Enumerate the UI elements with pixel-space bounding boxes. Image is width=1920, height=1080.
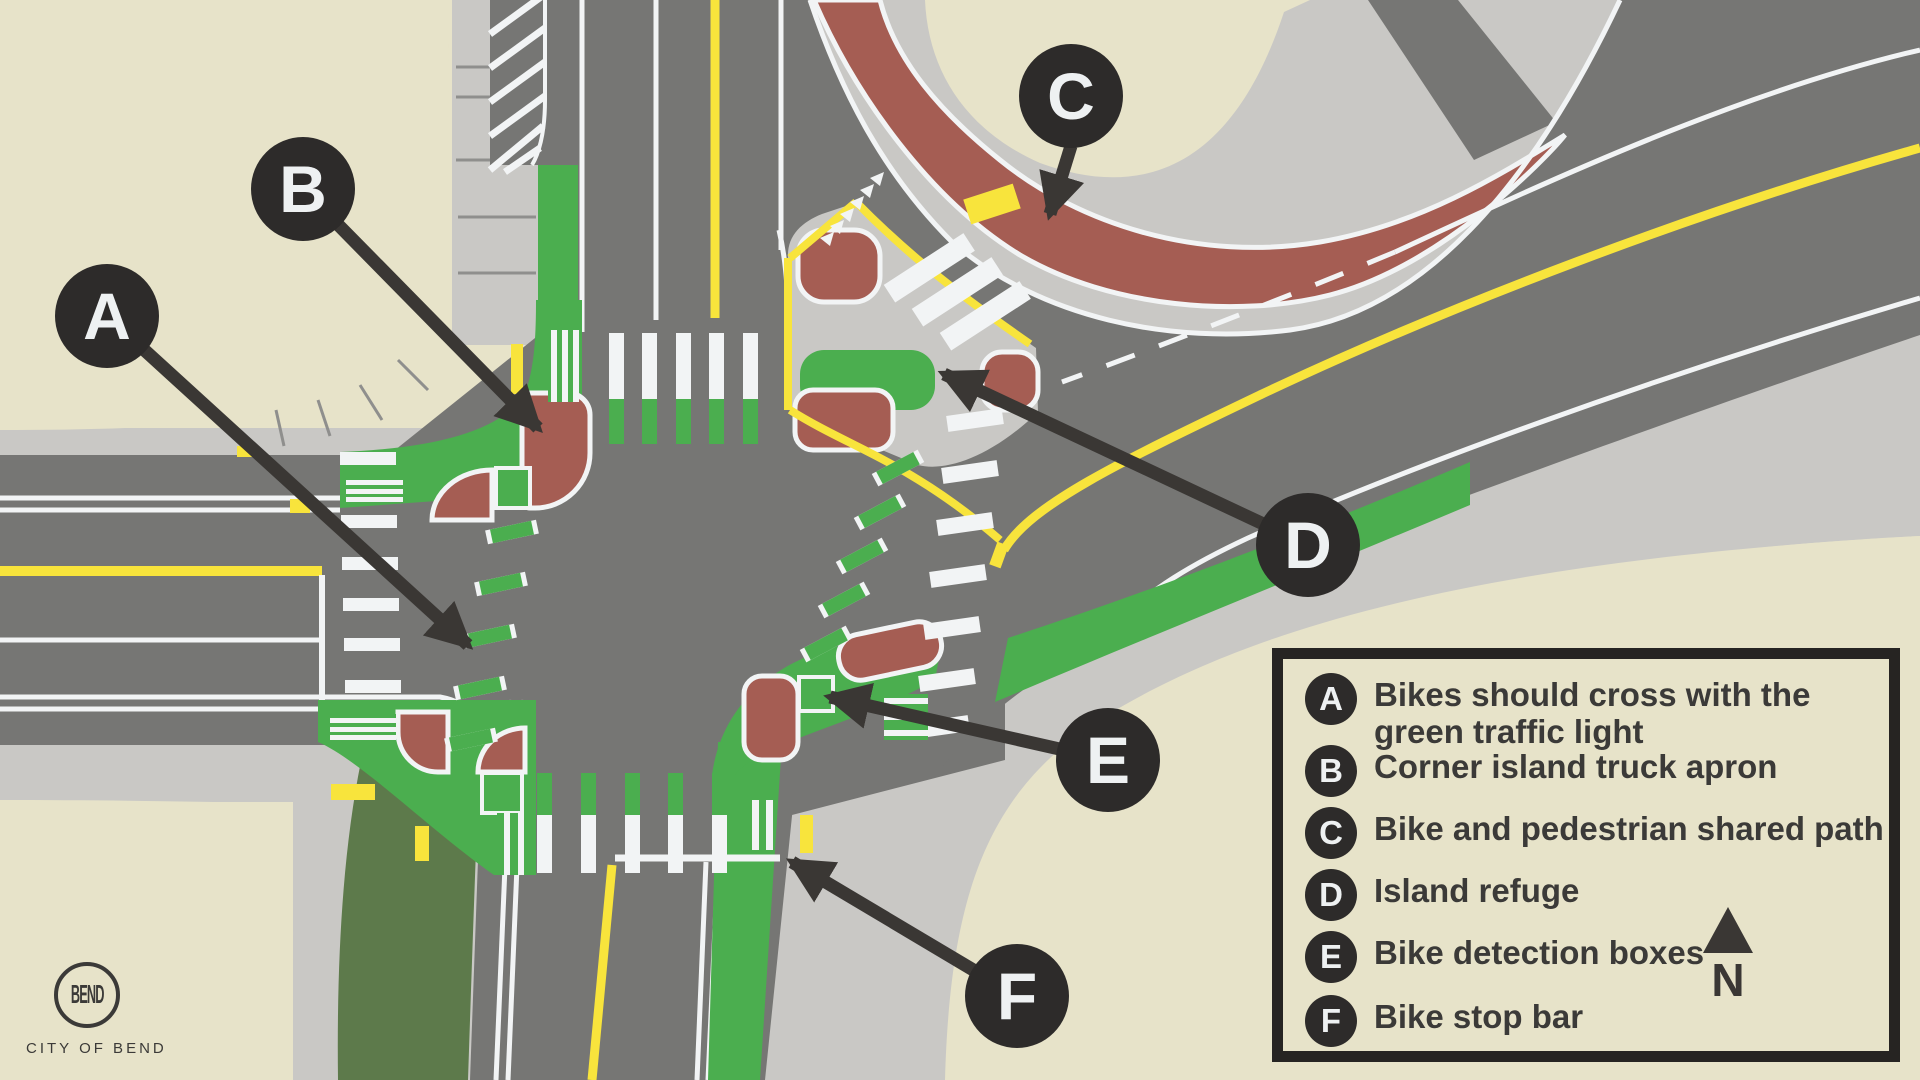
map-marker-a: A xyxy=(55,264,159,368)
legend-text-e: Bike detection boxes xyxy=(1374,934,1705,971)
legend-text-c: Bike and pedestrian shared path xyxy=(1374,810,1884,847)
legend-badge-d: D xyxy=(1305,869,1357,921)
north-label: N xyxy=(1711,954,1745,1006)
city-logo: BEND CITY OF BEND xyxy=(26,962,167,1057)
slip-lane-markings xyxy=(820,172,1031,351)
hatched-median xyxy=(487,0,548,175)
shared-path xyxy=(811,0,1567,310)
legend-item-a: A Bikes should cross with the green traf… xyxy=(1305,673,1814,751)
map-marker-b: B xyxy=(251,137,355,241)
legend-item-d: D Island refuge xyxy=(1305,869,1579,921)
north-compass: N xyxy=(1688,907,1768,1003)
callout-arrow-b xyxy=(298,184,543,434)
logo-monogram: BEND xyxy=(70,980,105,1010)
legend-item-f: F Bike stop bar xyxy=(1305,995,1583,1047)
legend: A Bikes should cross with the green traf… xyxy=(1272,648,1900,1062)
crosswalk-north xyxy=(548,330,758,444)
legend-item-e: E Bike detection boxes xyxy=(1305,931,1704,983)
callout-arrow-c xyxy=(1039,144,1085,221)
legend-text-b: Corner island truck apron xyxy=(1374,748,1778,785)
legend-badge-f: F xyxy=(1305,995,1357,1047)
legend-item-c: C Bike and pedestrian shared path xyxy=(1305,807,1884,859)
bike-detection-box xyxy=(797,675,835,713)
map-marker-c: C xyxy=(1019,44,1123,148)
crosswalk-south xyxy=(497,773,727,875)
bike-crossing-dashes xyxy=(444,449,925,753)
north-arrow-icon xyxy=(1703,907,1753,953)
diagonal-road-centerline xyxy=(1000,143,1920,553)
logo-caption: CITY OF BEND xyxy=(26,1040,167,1057)
map-marker-e: E xyxy=(1056,708,1160,812)
legend-text-d: Island refuge xyxy=(1374,872,1580,909)
map-marker-f: F xyxy=(965,944,1069,1048)
legend-badge-b: B xyxy=(1305,745,1357,797)
legend-text-a: Bikes should cross with the green traffi… xyxy=(1374,676,1811,751)
city-logo-icon: BEND xyxy=(54,962,120,1028)
legend-badge-a: A xyxy=(1305,673,1357,725)
callout-arrow-d xyxy=(937,368,1311,551)
legend-text-f: Bike stop bar xyxy=(1374,998,1584,1035)
map-marker-d: D xyxy=(1256,493,1360,597)
legend-item-b: B Corner island truck apron xyxy=(1305,745,1777,797)
legend-badge-e: E xyxy=(1305,931,1357,983)
legend-badge-c: C xyxy=(1305,807,1357,859)
callout-arrow-a xyxy=(102,311,474,650)
driveway-stub xyxy=(1368,0,1556,160)
north-leg-markings xyxy=(579,0,784,332)
